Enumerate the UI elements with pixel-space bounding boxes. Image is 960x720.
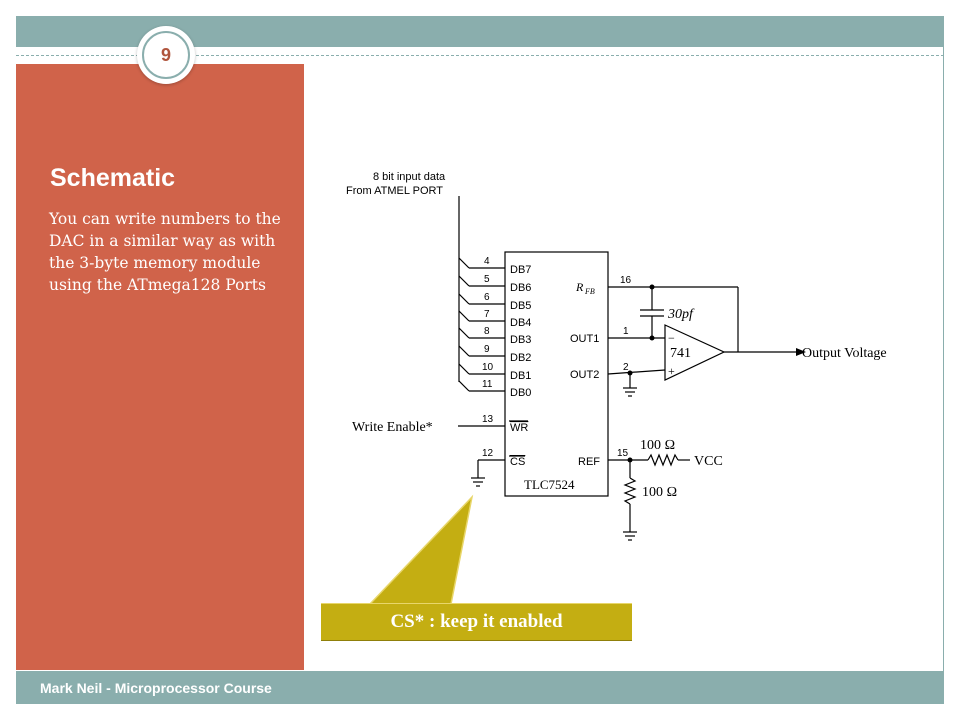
chip-name: TLC7524 [524,477,575,492]
pin-num: 11 [482,379,493,390]
pin-name-wr: WR [510,422,528,434]
dac-schematic: 8 bit input data From ATMEL PORT 4 5 6 7… [346,171,887,541]
pin-num: 7 [484,309,490,320]
pin-name: DB5 [510,300,531,312]
slide-footer: Mark Neil - Microprocessor Course [40,680,272,696]
write-enable-label: Write Enable* [352,420,433,435]
right-edge-line [943,47,944,671]
pin-name-cs: CS [510,456,525,468]
pin-name: DB7 [510,264,531,276]
opamp-plus: + [668,364,675,378]
pin-num-wr: 13 [482,414,494,425]
pin-name-out2: OUT2 [570,369,599,381]
pin-num: 6 [484,292,490,303]
bottom-band [16,671,944,704]
pin-name: DB6 [510,282,531,294]
vcc-label: VCC [694,454,723,469]
pin-name: DB3 [510,334,531,346]
input-label-1: 8 bit input data [373,171,446,183]
callout-box: CS* : keep it enabled [321,603,632,641]
pin-num-rfb: 16 [620,275,632,286]
rfb-label: R [575,280,584,294]
rfb-subscript: FB [584,287,595,296]
pin-num-out2: 2 [623,362,629,373]
pin-num-cs: 12 [482,448,494,459]
pin-num: 9 [484,344,490,355]
opamp-minus: − [668,331,675,345]
pin-num: 8 [484,326,490,337]
slide-number-badge: 9 [137,26,195,84]
pin-name: DB2 [510,352,531,364]
pin-name-out1: OUT1 [570,333,599,345]
pin-name-ref: REF [578,456,600,468]
opamp-label: 741 [670,346,691,361]
resistor-1-label: 100 Ω [640,438,675,453]
output-voltage-label: Output Voltage [802,346,887,361]
slide-number: 9 [142,31,190,79]
capacitor-label: 30pf [667,307,695,322]
pin-num: 5 [484,274,490,285]
dashed-divider [16,55,944,56]
pin-name: DB1 [510,370,531,382]
pin-num: 10 [482,362,494,373]
left-panel [16,64,304,670]
slide-body-text: You can write numbers to the DAC in a si… [49,210,281,294]
pin-num: 4 [484,256,490,267]
pin-name: DB0 [510,387,531,399]
input-label-2: From ATMEL PORT [346,185,443,197]
resistor-2-label: 100 Ω [642,485,677,500]
pin-num-out1: 1 [623,326,629,337]
pin-num-ref: 15 [617,448,629,459]
slide-title: Schematic [50,164,176,192]
pin-name: DB4 [510,317,531,329]
